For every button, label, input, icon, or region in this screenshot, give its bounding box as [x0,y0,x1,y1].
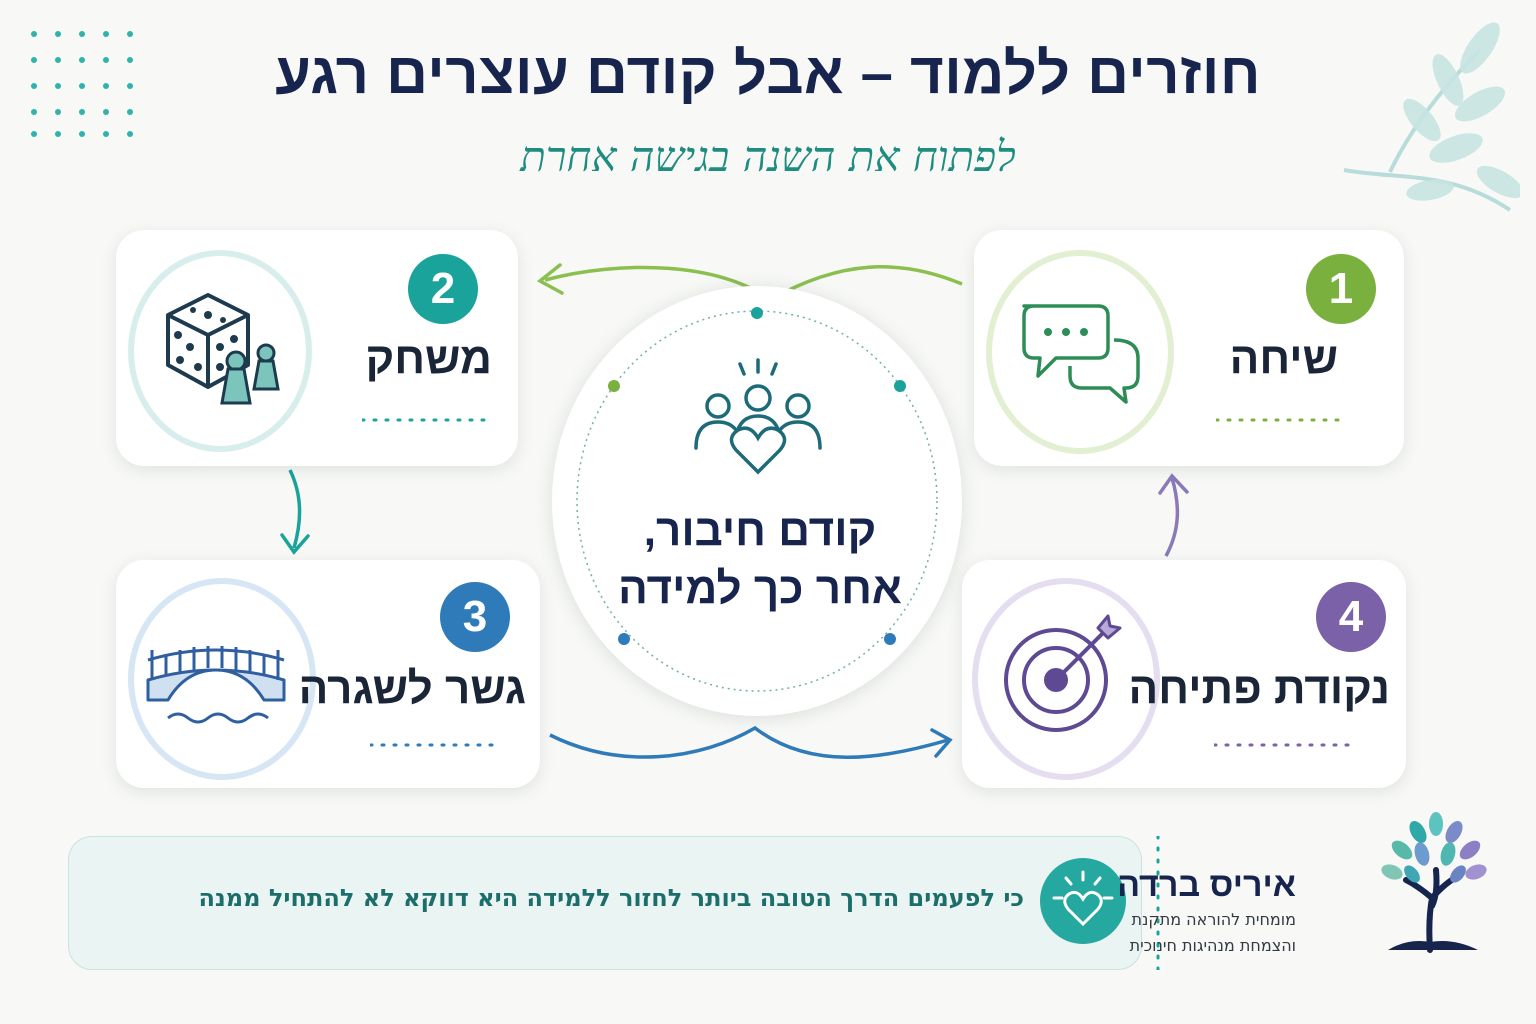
step-badge-3: 3 [440,582,510,652]
step-label-game: משחק [365,334,492,383]
bridge-icon [146,646,286,724]
brand-tagline-2: והצמחת מנהיגות חינוכית [1129,936,1296,955]
heart-shine-icon [1040,858,1126,944]
brand-name: איריס ברדה [1117,866,1296,904]
center-line-1: קודם חיבור, [643,506,877,555]
arrow-3-to-4 [549,725,949,759]
arrow-4-to-1 [1164,477,1180,557]
center-dotted-ring [576,307,938,692]
conversation-icon-circle [986,250,1174,454]
target-arrow-icon [1004,614,1122,732]
center-message: קודם חיבור, אחר כך למידה [560,502,960,618]
step-badge-1: 1 [1306,254,1376,324]
center-circle [552,286,962,716]
brand-tagline-1: מומחית להוראה מתקנת [1131,910,1296,929]
footer-message-text: כי לפעמים הדרך הטובה ביותר לחזור ללמידה … [198,884,1024,912]
page-title: חוזרים ללמוד – אבל קודם עוצרים רגע [275,41,1261,106]
arrow-2-to-3 [288,469,302,549]
step-label-bridge: גשר לשגרה [298,664,526,713]
dotted-divider [1214,743,1354,747]
tree-logo-icon [1381,812,1487,953]
center-line-2: אחר כך למידה [618,564,902,613]
people-heart-icon [694,358,822,475]
dice-pawns-icon [166,293,280,405]
dotted-divider [370,743,500,747]
speech-bubbles-icon [1022,304,1140,404]
step-badge-4: 4 [1316,582,1386,652]
dotted-divider [1216,418,1346,422]
page-subtitle: לפתוח את השנה בגישה אחרת [520,132,1016,181]
leaf-branch-decoration [1343,22,1520,212]
step-label-conversation: שיחה [1229,334,1338,383]
dotted-divider [362,418,492,422]
step-badge-2: 2 [408,254,478,324]
step-label-starting-point: נקודת פתיחה [1128,664,1390,713]
dot-grid-decoration [31,31,133,137]
footer-message-bar [68,836,1142,970]
